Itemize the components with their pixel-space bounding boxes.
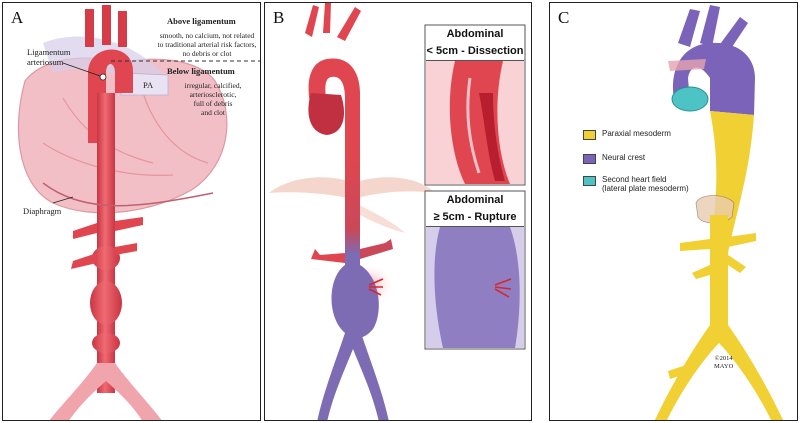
copyright-line: MAYO bbox=[714, 362, 734, 370]
legend-item-second-heart-field: Second heart field (lateral plate mesode… bbox=[583, 175, 689, 193]
false-lumen bbox=[479, 93, 505, 181]
below-ligamentum-text: irregular, calcified, arteriosclerotic, … bbox=[173, 81, 253, 117]
inset-top-header: Abdominal < 5cm - Dissection bbox=[426, 26, 524, 61]
pulmonary-stub bbox=[668, 59, 706, 71]
branch-vessel bbox=[85, 9, 94, 47]
legend-swatch-teal bbox=[583, 176, 596, 186]
above-line: smooth, no calcium, not related bbox=[159, 31, 255, 40]
above-ligamentum-text: smooth, no calcium, not related to tradi… bbox=[153, 31, 260, 58]
panel-a: A Above ligamentum smooth, no calcium, n… bbox=[2, 2, 261, 421]
aortic-bulge bbox=[90, 281, 122, 325]
side-branch bbox=[115, 243, 137, 255]
legend-swatch-yellow bbox=[583, 130, 596, 140]
dissection-flap bbox=[466, 77, 481, 174]
side-branch bbox=[311, 249, 345, 263]
below-line: full of debris bbox=[193, 99, 233, 108]
inset-top-title: Abdominal bbox=[426, 26, 524, 44]
inset-top-subtitle: < 5cm - Dissection bbox=[426, 43, 524, 61]
side-branch bbox=[71, 253, 97, 269]
branch-vessel bbox=[337, 7, 361, 41]
side-branch bbox=[360, 239, 393, 259]
abdominal-aorta bbox=[710, 215, 728, 325]
legend-label-line: Neural crest bbox=[602, 153, 646, 162]
above-ligamentum-title: Above ligamentum bbox=[167, 16, 236, 26]
side-branch bbox=[73, 223, 97, 239]
legend-item-neural-crest: Neural crest bbox=[583, 153, 645, 164]
second-heart-field bbox=[671, 86, 709, 112]
panel-a-illustration bbox=[17, 5, 260, 420]
below-ligamentum-title: Below ligamentum bbox=[167, 66, 235, 76]
inset-bottom-subtitle: ≥ 5cm - Rupture bbox=[426, 209, 524, 227]
panel-c-letter: C bbox=[558, 8, 570, 27]
above-line: no debris or clot bbox=[182, 49, 232, 58]
side-branch bbox=[692, 265, 710, 279]
aortic-arch bbox=[673, 42, 755, 103]
legend-item-paraxial-mesoderm: Paraxial mesoderm bbox=[583, 129, 671, 140]
diaphragm-leader bbox=[52, 196, 74, 204]
panel-c-illustration bbox=[654, 5, 784, 420]
legend-swatch-purple bbox=[583, 154, 596, 164]
copyright-line: ©2014 bbox=[714, 355, 733, 362]
legend-label: Second heart field (lateral plate mesode… bbox=[602, 175, 689, 193]
rupture-jet bbox=[368, 278, 384, 296]
branch-vessel bbox=[323, 3, 331, 33]
side-branch bbox=[115, 217, 143, 231]
side-branch bbox=[680, 239, 710, 251]
rupture-jet bbox=[494, 278, 512, 298]
below-line: arteriosclerotic, bbox=[189, 90, 237, 99]
panel-a-letter: A bbox=[11, 8, 24, 27]
iliac-arteries bbox=[317, 333, 389, 420]
legend-label-line: Paraxial mesoderm bbox=[602, 129, 671, 138]
iliac-arteries bbox=[49, 363, 162, 420]
diaphragm-dome bbox=[353, 203, 405, 233]
side-branch bbox=[728, 233, 756, 247]
descending-aorta bbox=[345, 153, 360, 293]
ligamentum-marker bbox=[99, 73, 107, 81]
aortic-bulge bbox=[92, 333, 120, 353]
below-line: irregular, calcified, bbox=[184, 81, 242, 90]
panel-c: C Paraxial mesoderm Neural crest Second … bbox=[549, 2, 798, 421]
branch-vessel bbox=[700, 5, 720, 47]
diaphragm-label: Diaphragm bbox=[23, 206, 62, 216]
rupture-vessel bbox=[434, 227, 520, 348]
ligamentum-line: arteriosum bbox=[27, 57, 64, 67]
aortic-root bbox=[308, 93, 345, 135]
diaphragm-line bbox=[42, 182, 214, 207]
iliac-branch bbox=[668, 365, 688, 379]
arch-descending bbox=[710, 78, 755, 115]
ligamentum-line: Ligamentum bbox=[27, 47, 71, 57]
panel-b-letter: B bbox=[273, 8, 285, 27]
legend-label-line: (lateral plate mesoderm) bbox=[602, 184, 689, 193]
below-line: and clot bbox=[201, 108, 225, 117]
inset-bottom-title: Abdominal bbox=[426, 192, 524, 210]
aneurysm-sac bbox=[331, 265, 379, 338]
legend-label: Paraxial mesoderm bbox=[602, 129, 671, 138]
legend-label-line: Second heart field bbox=[602, 175, 667, 184]
branch-vessel bbox=[678, 9, 700, 47]
pa-label: PA bbox=[143, 80, 154, 90]
branch-vessel bbox=[102, 5, 111, 45]
aortic-bulge bbox=[92, 246, 120, 270]
ligamentum-leader bbox=[62, 62, 104, 78]
ligamentum-label: Ligamentum arteriosum bbox=[27, 47, 70, 67]
inset-bottom-header: Abdominal ≥ 5cm - Rupture bbox=[426, 192, 524, 227]
side-branch bbox=[728, 255, 746, 273]
branch-vessel bbox=[305, 5, 319, 37]
panel-b: B Abdominal < 5cm - Dissection Abdominal… bbox=[264, 2, 532, 421]
legend-label: Neural crest bbox=[602, 153, 645, 162]
above-line: to traditional arterial risk factors, bbox=[157, 40, 257, 49]
branch-vessel bbox=[118, 11, 127, 47]
copyright-notice: ©2014 MAYO bbox=[714, 355, 733, 370]
